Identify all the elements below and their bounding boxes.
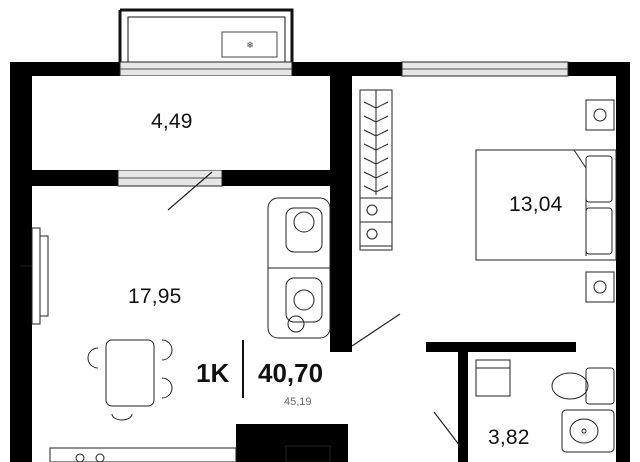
- room-area-bathroom: 3,82: [488, 426, 530, 449]
- door-swing-icon: [167, 171, 461, 447]
- room-area-balcony: 4,49: [151, 110, 193, 133]
- balcony-railing-inner: [127, 16, 286, 63]
- armchair-icon: [287, 211, 315, 333]
- washing-machine-icon: [359, 197, 393, 247]
- dining-table-icon: [87, 339, 173, 421]
- wardrobe-icon: [359, 89, 393, 251]
- toilet-icon: [551, 367, 615, 405]
- balcony-floor: [32, 76, 330, 170]
- room-area-living-kitchen: 17,95: [128, 285, 182, 308]
- walls: [10, 62, 630, 462]
- apartment-type: 1K: [196, 358, 230, 388]
- svg-text:❄: ❄: [246, 41, 254, 51]
- sofa-icon: [267, 197, 331, 339]
- nightstand-icon: [585, 99, 615, 303]
- tv-icon: [20, 227, 49, 325]
- room-area-bedroom: 13,04: [509, 193, 563, 216]
- gross-area: 45,19: [284, 396, 312, 408]
- double-bed-icon: [475, 149, 617, 261]
- air-conditioner-icon: ❄: [221, 31, 278, 58]
- washbasin-icon: [561, 409, 615, 453]
- balcony-railing: [118, 8, 294, 62]
- total-area: 40,70: [258, 358, 324, 388]
- washing-machine-icon: [475, 359, 511, 397]
- stove-icon: [49, 445, 331, 462]
